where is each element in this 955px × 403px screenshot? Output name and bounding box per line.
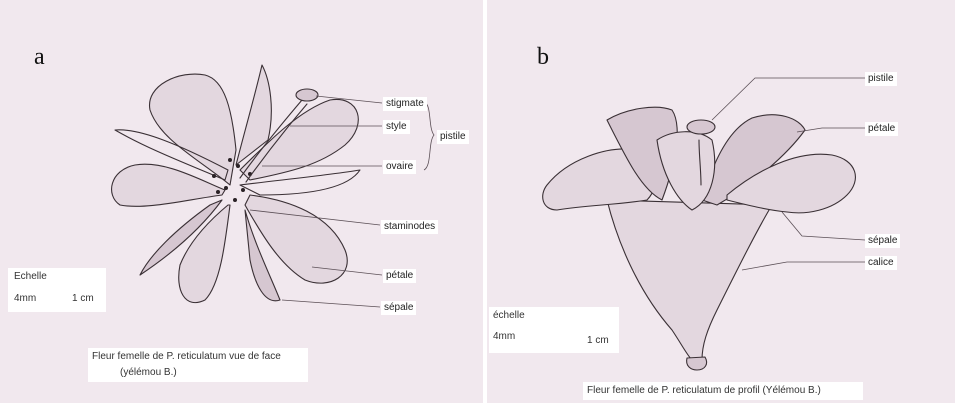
label-ovaire: ovaire bbox=[383, 160, 416, 174]
caption-a-line1: Fleur femelle de P. reticulatum vue de f… bbox=[92, 350, 281, 363]
label-sepale: sépale bbox=[381, 301, 416, 315]
scale-title-a: Echelle bbox=[14, 270, 47, 283]
label-style: style bbox=[383, 120, 410, 134]
label-pistile: pistile bbox=[437, 130, 469, 144]
label-staminodes: staminodes bbox=[381, 220, 438, 234]
label-calice-b: calice bbox=[865, 256, 897, 270]
scale-value-b: 4mm bbox=[493, 330, 515, 343]
label-pistile-b: pistile bbox=[865, 72, 897, 86]
caption-b: Fleur femelle de P. reticulatum de profi… bbox=[587, 384, 821, 397]
panel-a: a bbox=[0, 0, 483, 403]
flower-front-view-drawing bbox=[0, 0, 483, 403]
scale-value-a: 4mm bbox=[14, 292, 36, 305]
petal-left bbox=[112, 164, 225, 206]
label-stigmate: stigmate bbox=[383, 97, 427, 111]
scale-unit-b: 1 cm bbox=[587, 334, 609, 347]
calyx bbox=[607, 200, 772, 360]
label-petale-b: pétale bbox=[865, 122, 898, 136]
label-petale: pétale bbox=[383, 269, 416, 283]
scale-title-b: échelle bbox=[493, 309, 525, 322]
panel-b: b bbox=[487, 0, 955, 403]
pistil-stigma bbox=[687, 120, 715, 134]
stigma bbox=[296, 89, 318, 101]
label-sepale-b: sépale bbox=[865, 234, 900, 248]
scale-unit-a: 1 cm bbox=[72, 292, 94, 305]
caption-a-line2: (yélémou B.) bbox=[120, 366, 177, 379]
